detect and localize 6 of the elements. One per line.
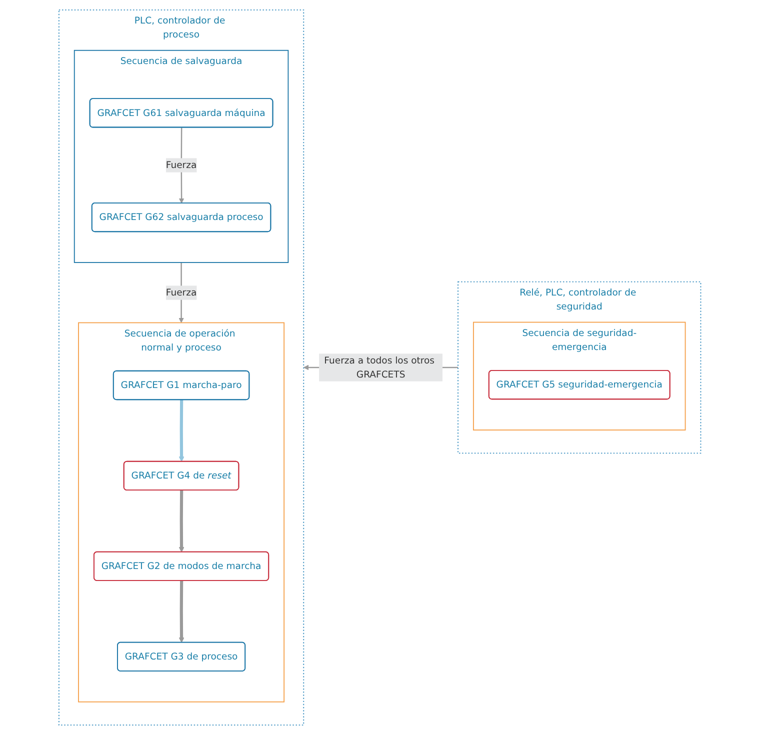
edge-label: Fuerza — [166, 159, 197, 170]
edge-label: Fuerza a todos los otros GRAFCETS — [324, 354, 435, 380]
arrow — [178, 400, 184, 462]
arrow — [178, 580, 184, 643]
edge-label: Fuerza — [166, 286, 197, 298]
arrow — [178, 490, 184, 552]
